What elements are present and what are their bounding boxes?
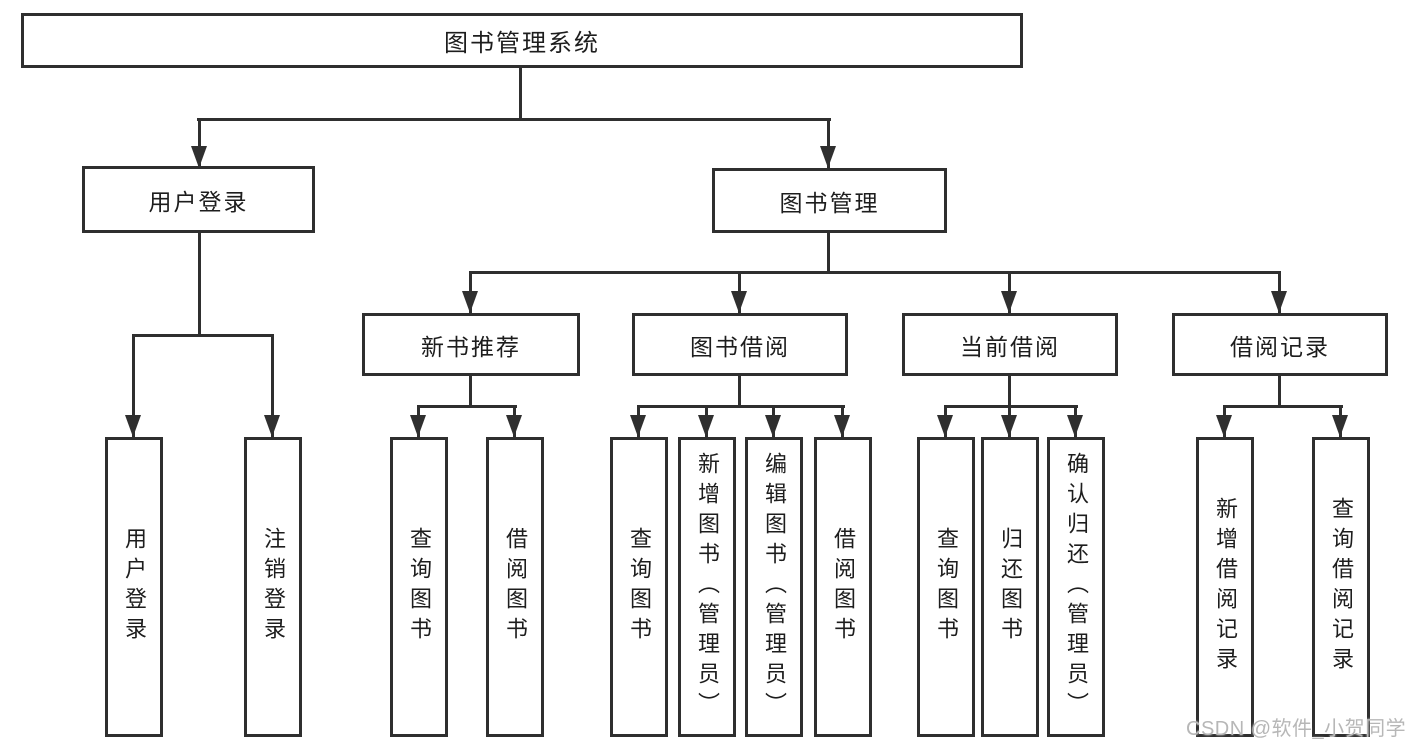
node-current-borrow: 当前借阅 [902,313,1118,376]
arrow-to-book-management [820,118,836,168]
arrow-to-leaf-user-login [125,334,141,437]
connector-root-trunk [519,68,522,120]
connector-borrow-record-trunk [1278,375,1281,407]
arrow-to-leaf-query-borrow-record [1332,405,1348,437]
connector-current-borrow-split [944,405,1078,408]
arrow-to-leaf-query-books-2 [630,405,646,437]
leaf-borrow-books-1: 借阅图书 [486,437,544,737]
leaf-add-books: 新增图书（管理员） [678,437,736,737]
connector-user-login-trunk [198,232,201,336]
leaf-query-books-2-label: 查询图书 [627,527,652,647]
connector-book-borrow-split [637,405,845,408]
connector-book-borrow-trunk [738,375,741,407]
leaf-query-borrow-record-label: 查询借阅记录 [1329,497,1354,677]
arrow-to-current-borrow [1001,271,1017,313]
arrow-to-book-borrow [731,271,747,313]
arrow-to-leaf-add-books [698,405,714,437]
connector-user-login-split [132,334,274,337]
arrow-to-leaf-confirm-return [1067,405,1083,437]
leaf-query-borrow-record: 查询借阅记录 [1312,437,1370,737]
leaf-query-books-2: 查询图书 [610,437,668,737]
leaf-edit-books-label: 编辑图书（管理员） [762,452,787,722]
leaf-borrow-books-1-label: 借阅图书 [503,527,528,647]
node-book-borrow-label: 图书借阅 [690,333,790,360]
leaf-add-borrow-record-label: 新增借阅记录 [1213,497,1238,677]
leaf-user-login: 用户登录 [105,437,163,737]
node-book-management: 图书管理 [712,168,947,233]
leaf-logout-label: 注销登录 [261,527,286,647]
connector-current-borrow-trunk [1008,375,1011,407]
leaf-borrow-books-2: 借阅图书 [814,437,872,737]
node-book-borrow: 图书借阅 [632,313,848,376]
node-user-login: 用户登录 [82,166,315,233]
arrow-to-leaf-add-borrow-record [1216,405,1232,437]
leaf-query-books-3-label: 查询图书 [934,527,959,647]
leaf-return-books-label: 归还图书 [998,527,1023,647]
node-new-book-recommend: 新书推荐 [362,313,580,376]
leaf-return-books: 归还图书 [981,437,1039,737]
leaf-confirm-return-label: 确认归还（管理员） [1064,452,1089,722]
node-current-borrow-label: 当前借阅 [960,333,1060,360]
leaf-query-books-3: 查询图书 [917,437,975,737]
arrow-to-leaf-logout [264,334,280,437]
arrow-to-borrow-record [1271,271,1287,313]
leaf-logout: 注销登录 [244,437,302,737]
arrow-to-leaf-return-books [1001,405,1017,437]
node-book-management-label: 图书管理 [779,189,880,216]
connector-level3-split [469,271,1281,274]
node-borrow-records-label: 借阅记录 [1230,333,1330,360]
node-new-book-recommend-label: 新书推荐 [421,333,521,360]
arrow-to-leaf-borrow-books-2 [834,405,850,437]
csdn-watermark: CSDN @软件_小贺同学 [1186,718,1405,740]
connector-new-book-split [417,405,517,408]
leaf-query-books-1-label: 查询图书 [407,527,432,647]
arrow-to-leaf-edit-books [765,405,781,437]
node-borrow-records: 借阅记录 [1172,313,1388,376]
connector-level2-split [197,118,831,121]
arrow-to-leaf-query-books-3 [937,405,953,437]
connector-new-book-trunk [469,375,472,407]
node-library-system-label: 图书管理系统 [444,30,600,57]
node-library-system: 图书管理系统 [21,13,1023,68]
connector-borrow-record-split [1223,405,1343,408]
arrow-to-user-login [191,118,207,168]
leaf-user-login-label: 用户登录 [122,527,147,647]
leaf-borrow-books-2-label: 借阅图书 [831,527,856,647]
arrow-to-new-book [462,271,478,313]
arrow-to-leaf-query-books-1 [410,405,426,437]
connector-book-management-trunk [827,232,830,274]
leaf-add-borrow-record: 新增借阅记录 [1196,437,1254,737]
leaf-edit-books: 编辑图书（管理员） [745,437,803,737]
leaf-confirm-return: 确认归还（管理员） [1047,437,1105,737]
leaf-query-books-1: 查询图书 [390,437,448,737]
node-user-login-label: 用户登录 [148,188,249,215]
arrow-to-leaf-borrow-books-1 [506,405,522,437]
leaf-add-books-label: 新增图书（管理员） [695,452,720,722]
